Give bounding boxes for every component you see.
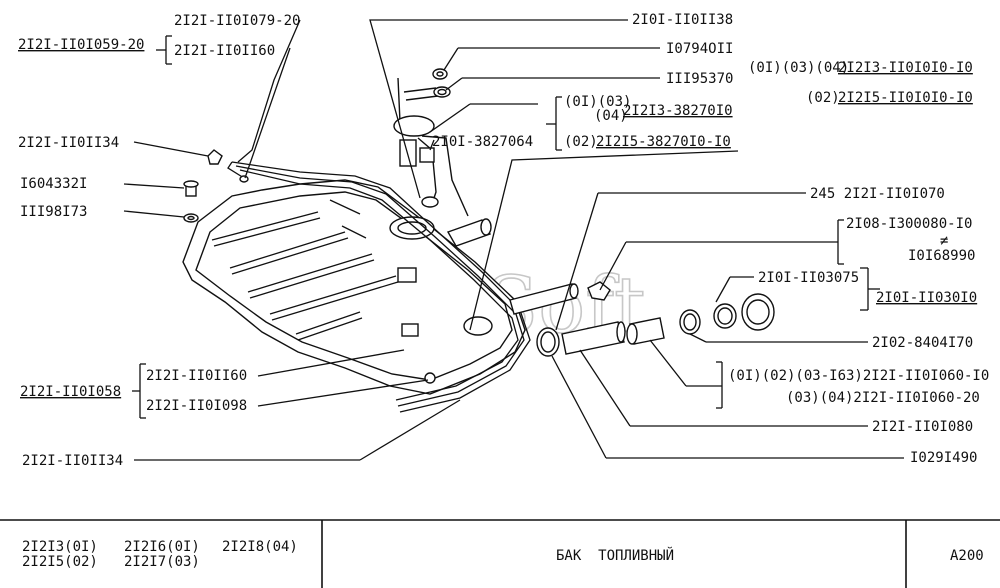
label-38270-v1-prefix: (0I)(03) xyxy=(564,94,631,110)
label-hatch-v1-prefix: (0I)(03)(04) xyxy=(748,60,849,76)
model-1: 2I2I3(0I) xyxy=(22,539,98,555)
label-38270-v2-num: 2I2I5-38270I0-I0 xyxy=(596,134,731,150)
label-2121-1101160-top: 2I2I-II0II60 xyxy=(174,43,275,59)
label-III98I73: III98I73 xyxy=(20,204,87,220)
label-2121-1101098: 2I2I-II0I098 xyxy=(146,398,247,414)
label-hatch-v2-prefix: (02) xyxy=(806,90,840,106)
label-2121-1101058: 2I2I-II0I058 xyxy=(20,384,121,400)
label-1604332I: I604332I xyxy=(20,176,87,192)
label-2101-1103075: 2I0I-II03075 xyxy=(758,270,859,286)
label-2102-8404170: 2I02-8404I70 xyxy=(872,335,973,351)
sheet-code: A200 xyxy=(950,548,984,564)
label-III95370: III95370 xyxy=(666,71,733,87)
sheet-title: БАК ТОПЛИВНЫЙ xyxy=(556,546,674,564)
part-labels: 2I2I-II0I079-20 2I2I-II0II60 2I2I-II0I05… xyxy=(18,12,989,469)
model-5: 2I2I7(03) xyxy=(124,554,200,570)
label-1101060-v2: (03)(04)2I2I-II0I060-20 xyxy=(786,390,980,406)
label-2108-1300080: 2I08-I300080-I0 xyxy=(846,216,972,232)
label-101689990: I0I68990 xyxy=(908,248,975,264)
title-block: 2I2I3(0I) 2I2I6(0I) 2I2I8(04) 2I2I5(02) … xyxy=(0,519,1000,588)
label-10291490: I029I490 xyxy=(910,450,977,466)
label-hatch-v2-num: 2I2I5-II0I0I0-I0 xyxy=(838,90,973,106)
sender-fasteners xyxy=(432,68,451,98)
model-2: 2I2I6(0I) xyxy=(124,539,200,555)
model-3: 2I2I8(04) xyxy=(222,539,298,555)
label-245-2121-1101070: 245 2I2I-II0I070 xyxy=(810,186,945,202)
label-2121-1101079-20: 2I2I-II0I079-20 xyxy=(174,13,300,29)
label-not-equal: ≠ xyxy=(940,233,948,249)
label-2121-1101059-20: 2I2I-II0I059-20 xyxy=(18,37,144,53)
label-38270-v1-prefix2: (04) xyxy=(594,108,628,124)
filler-hose-assembly xyxy=(509,281,775,357)
label-1101060-v1: (0I)(02)(03-I63)2I2I-II0I060-I0 xyxy=(728,368,989,384)
label-2101-1101138: 2I0I-II0II38 xyxy=(632,12,733,28)
label-107940II: I0794OII xyxy=(666,41,733,57)
label-hatch-v1-num: 2I2I3-II0I0I0-I0 xyxy=(838,60,973,76)
model-4: 2I2I5(02) xyxy=(22,554,98,570)
label-2101-3827064: 2I0I-3827064 xyxy=(432,134,533,150)
label-38270-v1-num: 2I2I3-38270I0 xyxy=(623,103,733,119)
label-38270-v2-prefix: (02) xyxy=(564,134,598,150)
filter-cartridge xyxy=(446,218,492,247)
leader-lines xyxy=(123,19,904,461)
label-2121-1101134-top: 2I2I-II0II34 xyxy=(18,135,119,151)
fuel-lines xyxy=(227,161,531,413)
label-2121-1101134-bottom: 2I2I-II0II34 xyxy=(22,453,123,469)
label-2101-1103010: 2I0I-II030I0 xyxy=(876,290,977,306)
label-2121-1101080: 2I2I-II0I080 xyxy=(872,419,973,435)
label-2121-1101160-bottom: 2I2I-II0II60 xyxy=(146,368,247,384)
left-fasteners xyxy=(183,149,436,384)
fuel-tank xyxy=(182,179,526,395)
